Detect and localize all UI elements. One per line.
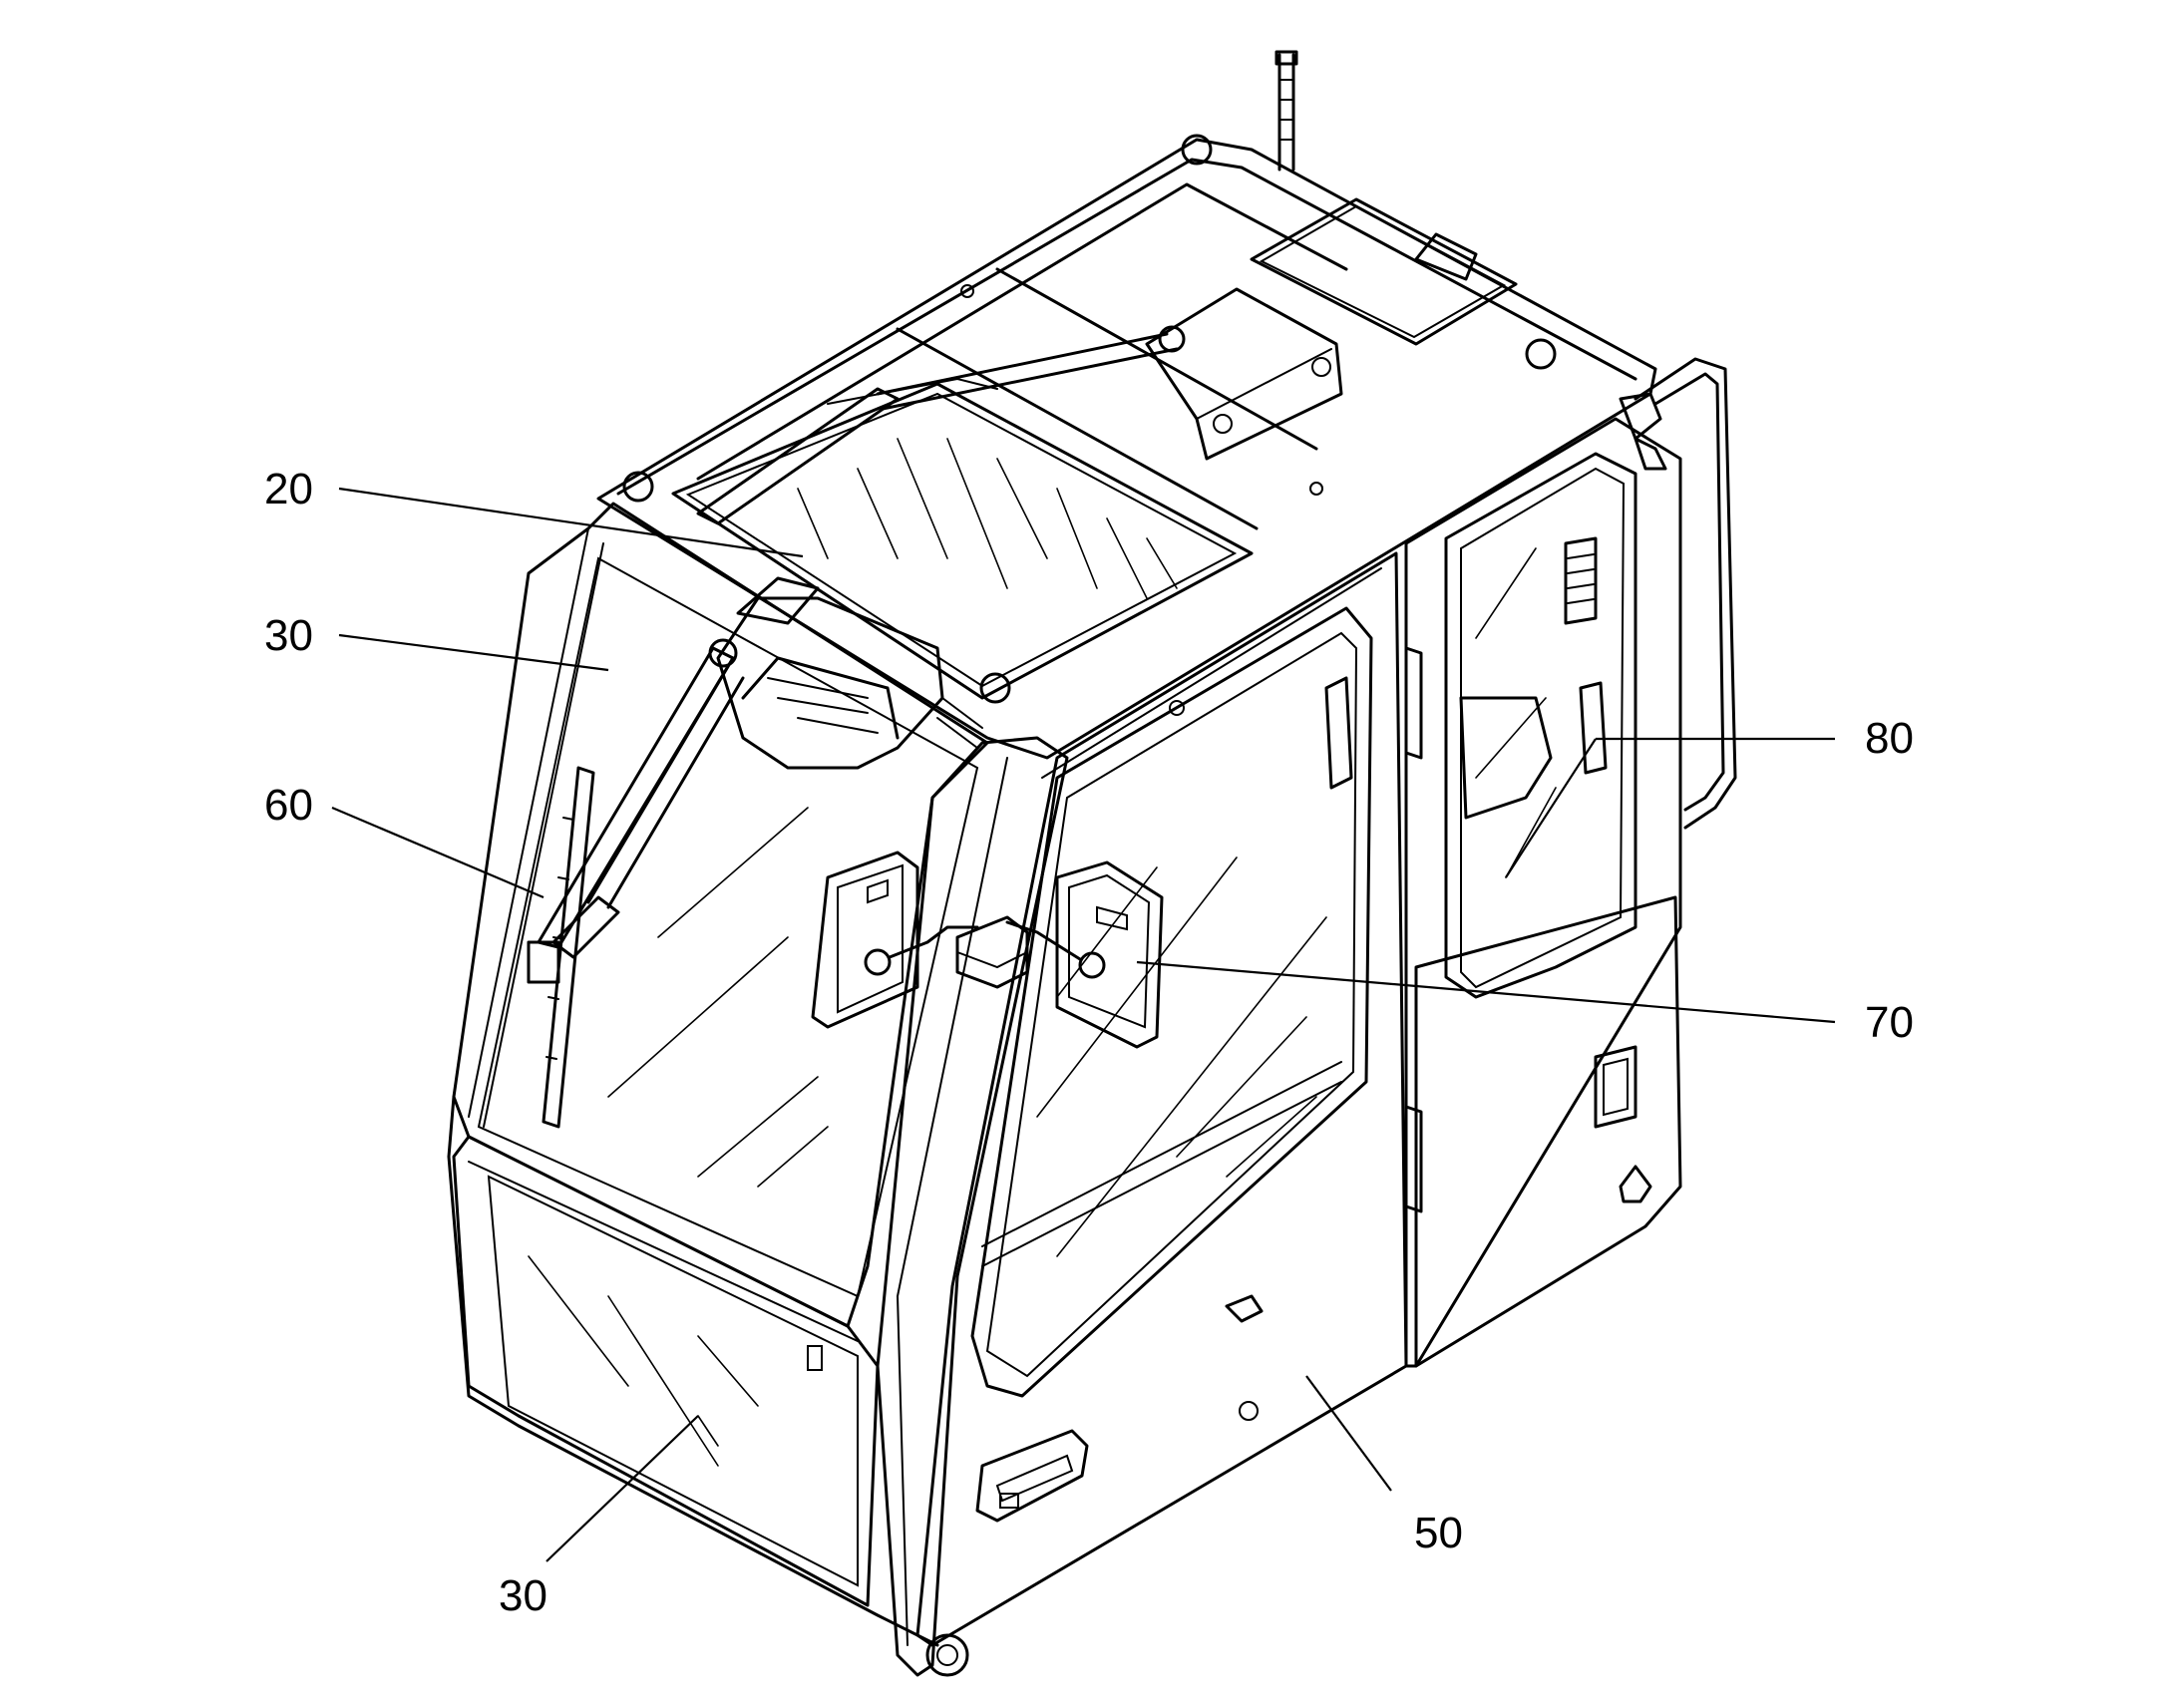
antenna [1274, 50, 1298, 171]
leader-80b [1505, 738, 1597, 878]
roof-window [671, 325, 1254, 700]
rear-side-section [1404, 357, 1737, 1368]
leader-lines [331, 487, 1836, 1562]
front-window-lower [447, 527, 939, 1647]
leader-30-lower [545, 1415, 699, 1562]
callout-30-upper: 30 [264, 611, 313, 660]
callout-20: 20 [264, 465, 313, 513]
leader-50 [1305, 1375, 1392, 1492]
roof [596, 134, 1657, 760]
callout-70: 70 [1865, 998, 1914, 1047]
leader-30-upper [338, 633, 609, 672]
door [915, 551, 1423, 1647]
front-window-upper [452, 502, 989, 1328]
work-light [716, 576, 983, 770]
callout-80: 80 [1865, 714, 1914, 763]
callout-30-lower: 30 [499, 1571, 547, 1620]
callout-50: 50 [1414, 1509, 1463, 1557]
leader-20 [338, 487, 804, 558]
mirror-right [955, 860, 1164, 1049]
leader-60 [331, 806, 545, 899]
callout-60: 60 [264, 781, 313, 830]
front-wiper [527, 638, 745, 1129]
leader-70 [1136, 960, 1836, 1024]
mirror-left [811, 851, 979, 1029]
callout-labels: 20 30 60 80 70 50 30 [264, 465, 1914, 1620]
front-pillar [876, 736, 1069, 1677]
